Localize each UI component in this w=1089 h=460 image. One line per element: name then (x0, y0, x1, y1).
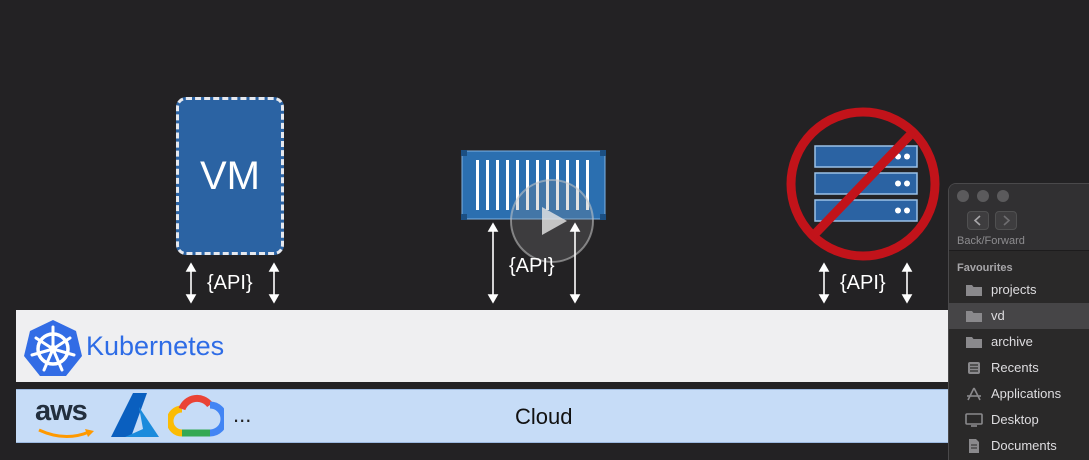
shipping-container-icon (461, 150, 606, 220)
vm-box: VM (176, 97, 284, 255)
minimize-window-button[interactable] (977, 190, 989, 202)
vm-label: VM (200, 153, 260, 198)
desktop-icon (965, 413, 983, 427)
sidebar-item-documents[interactable]: Documents (949, 433, 1089, 459)
documents-icon (969, 439, 979, 453)
more-providers-label: ... (233, 402, 252, 427)
finder-window: Back/Forward Favourites projects vd arch… (948, 183, 1089, 460)
google-cloud-logo (168, 394, 224, 437)
sidebar-item-label: Recents (991, 360, 1039, 375)
kubernetes-icon (24, 320, 82, 376)
play-icon[interactable] (509, 178, 595, 264)
container-api-label: {API} (509, 255, 555, 277)
server-api-arrows (818, 262, 913, 304)
aws-logo: aws (35, 395, 88, 427)
kubernetes-bar (16, 310, 951, 382)
zoom-window-button[interactable] (997, 190, 1009, 202)
kubernetes-label: Kubernetes (86, 331, 225, 361)
back-button[interactable] (967, 211, 989, 230)
close-window-button[interactable] (957, 190, 969, 202)
folder-icon (966, 311, 982, 322)
sidebar-item-projects[interactable]: projects (949, 277, 1089, 303)
finder-toolbar: Back/Forward (949, 184, 1089, 251)
sidebar-item-label: vd (991, 308, 1005, 323)
azure-logo (111, 393, 159, 437)
sidebar-item-desktop[interactable]: Desktop (949, 407, 1089, 433)
sidebar-item-applications[interactable]: Applications (949, 381, 1089, 407)
favourites-heading: Favourites (957, 262, 1013, 274)
back-forward-label: Back/Forward (957, 235, 1025, 247)
sidebar-item-label: Documents (991, 438, 1057, 453)
sidebar-item-label: Desktop (991, 412, 1039, 427)
folder-icon (966, 337, 982, 348)
prohibited-server-icon (786, 107, 940, 261)
applications-icon (967, 387, 981, 401)
recents-icon (968, 362, 980, 374)
sidebar-item-label: Applications (991, 386, 1062, 401)
cloud-label: Cloud (515, 404, 573, 429)
sidebar-item-label: projects (991, 282, 1037, 297)
forward-button[interactable] (995, 211, 1017, 230)
chevron-left-icon (973, 215, 981, 226)
sidebar-item-vd[interactable]: vd (949, 303, 1089, 329)
chevron-right-icon (1003, 215, 1011, 226)
vm-api-arrows (185, 262, 280, 304)
aws-smile-icon (38, 428, 94, 438)
server-api-label: {API} (840, 272, 886, 294)
folder-icon (966, 285, 982, 296)
sidebar-item-archive[interactable]: archive (949, 329, 1089, 355)
sidebar-item-label: archive (991, 334, 1033, 349)
container-api-arrows (487, 222, 581, 304)
vm-api-label: {API} (207, 272, 253, 294)
sidebar-item-recents[interactable]: Recents (949, 355, 1089, 381)
